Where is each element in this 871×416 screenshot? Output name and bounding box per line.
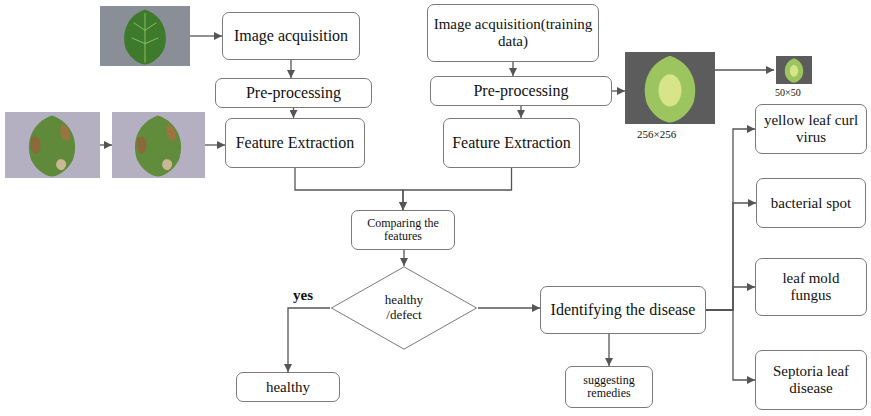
input-leaf-image — [100, 6, 190, 66]
process-box: Image acquisition — [222, 12, 360, 60]
flow-arrow — [706, 203, 756, 310]
flow-arrow — [512, 62, 513, 76]
node-text: Identifying the disease — [551, 301, 696, 319]
image-arrow — [100, 144, 112, 145]
node-text: healthy — [266, 379, 310, 396]
node-text: Septoria leaf disease — [761, 363, 861, 397]
process-box: Feature Extraction — [225, 118, 365, 168]
node-text: yellow leaf curl virus — [761, 112, 861, 146]
node-text: Image acquisition — [234, 27, 348, 45]
flow-arrow — [478, 307, 540, 308]
process-box: Image acquisition(training data) — [427, 4, 599, 62]
process-box: Identifying the disease — [540, 286, 706, 334]
image-arrow — [205, 144, 225, 145]
flow-arrow — [288, 308, 330, 372]
disease-box: leaf mold fungus — [755, 258, 867, 316]
node-text: Feature Extraction — [452, 134, 571, 152]
disease-box: Septoria leaf disease — [755, 350, 867, 410]
process-box: Pre-processing — [215, 78, 372, 108]
flow-arrow — [706, 129, 755, 310]
image-arrow — [190, 35, 222, 36]
node-text: healthy /defect — [370, 293, 438, 322]
preprocessed-leaf-image — [625, 52, 715, 124]
result-box: healthy — [236, 372, 340, 402]
flow-arrow — [706, 310, 755, 380]
node-text: leaf mold fungus — [761, 270, 861, 304]
node-text: suggesting remedies — [571, 374, 647, 401]
node-text: Comparing the features — [357, 217, 449, 244]
node-text: Pre-processing — [473, 82, 568, 100]
edge-label: yes — [292, 287, 314, 304]
flow-arrow — [290, 60, 291, 78]
node-text: Image acquisition(training data) — [433, 16, 593, 50]
decision-diamond: healthy /defect — [330, 266, 478, 350]
disease-box: bacterial spot — [756, 178, 866, 228]
flow-arrow — [295, 168, 403, 210]
process-box: Feature Extraction — [443, 118, 580, 168]
diseased-leaf-image — [5, 112, 100, 178]
node-text: Pre-processing — [246, 84, 341, 102]
image-arrow — [612, 90, 625, 91]
process-box: Pre-processing — [430, 76, 612, 106]
node-text: bacterial spot — [771, 195, 851, 212]
size-label: 256×256 — [636, 128, 677, 140]
flow-arrow — [706, 287, 755, 310]
image-arrow — [715, 69, 774, 70]
flow-arrow — [403, 168, 512, 210]
process-box: Comparing the features — [351, 210, 455, 250]
flow-arrow — [520, 106, 521, 118]
flow-arrow — [403, 250, 404, 266]
flow-arrow — [608, 334, 609, 366]
node-text: Feature Extraction — [236, 134, 355, 152]
diseased-leaf-image — [112, 112, 205, 178]
disease-box: yellow leaf curl virus — [755, 104, 867, 154]
remedy-box: suggesting remedies — [565, 366, 653, 408]
size-label: 50×50 — [774, 87, 802, 98]
resized-leaf-image — [776, 56, 812, 84]
flow-arrow — [293, 108, 294, 118]
